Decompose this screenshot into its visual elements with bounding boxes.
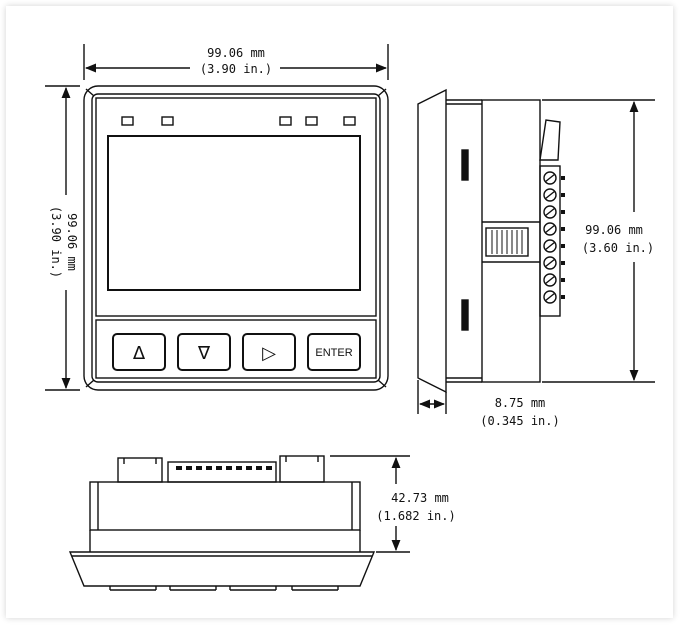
led-indicator: [121, 116, 134, 126]
side-height-mm: 99.06 mm: [585, 223, 643, 237]
front-bezel-inner: [91, 93, 381, 383]
front-height-in: (3.90 in.): [49, 206, 63, 278]
bottom-view: 42.73 mm (1.682 in.): [68, 455, 456, 591]
keypad-panel: [95, 319, 377, 379]
side-bezel: [417, 88, 447, 394]
bottom-depth-mm: 42.73 mm: [391, 491, 449, 505]
lcd-screen: [107, 135, 361, 291]
display-panel: [95, 97, 377, 317]
enter-button[interactable]: [307, 333, 361, 371]
side-height-in: (3.60 in.): [582, 241, 654, 255]
side-view: 99.06 mm (3.60 in.) 8.75 mm (0.345 in.): [417, 88, 655, 428]
side-latch: [539, 119, 561, 161]
bottom-depth-in: (1.682 in.): [376, 509, 455, 523]
led-indicator: [305, 116, 318, 126]
terminal-block: [539, 165, 561, 317]
up-button[interactable]: [112, 333, 166, 371]
led-indicator: [279, 116, 292, 126]
down-triangle-icon: ∇: [197, 343, 211, 364]
bottom-terminal-strip: [167, 461, 277, 483]
front-height-mm: 99.06 mm: [65, 213, 79, 271]
terminal-screws: [543, 171, 557, 304]
front-width-in: (3.90 in.): [200, 62, 272, 76]
bottom-housing: [89, 481, 361, 531]
front-bezel: [83, 85, 389, 391]
right-triangle-icon: ▷: [262, 343, 276, 364]
drawing-frame: [6, 6, 673, 618]
bezel-depth-mm: 8.75 mm: [495, 396, 546, 410]
side-body: [481, 99, 541, 383]
front-view: 99.06 mm (3.90 in.) 99.06 mm (3.90 in.): [45, 44, 389, 391]
bottom-bezel: [68, 551, 376, 587]
bezel-depth-in: (0.345 in.): [480, 414, 559, 428]
enter-button-label: ENTER: [315, 347, 352, 359]
mounting-clip: [461, 299, 469, 331]
mounting-clip: [461, 149, 469, 181]
led-indicator: [161, 116, 174, 126]
front-width-mm: 99.06 mm: [207, 46, 265, 60]
side-connector: [485, 227, 529, 257]
down-button[interactable]: [177, 333, 231, 371]
up-triangle-icon: Δ: [133, 343, 146, 364]
led-indicator: [343, 116, 356, 126]
right-button[interactable]: [242, 333, 296, 371]
